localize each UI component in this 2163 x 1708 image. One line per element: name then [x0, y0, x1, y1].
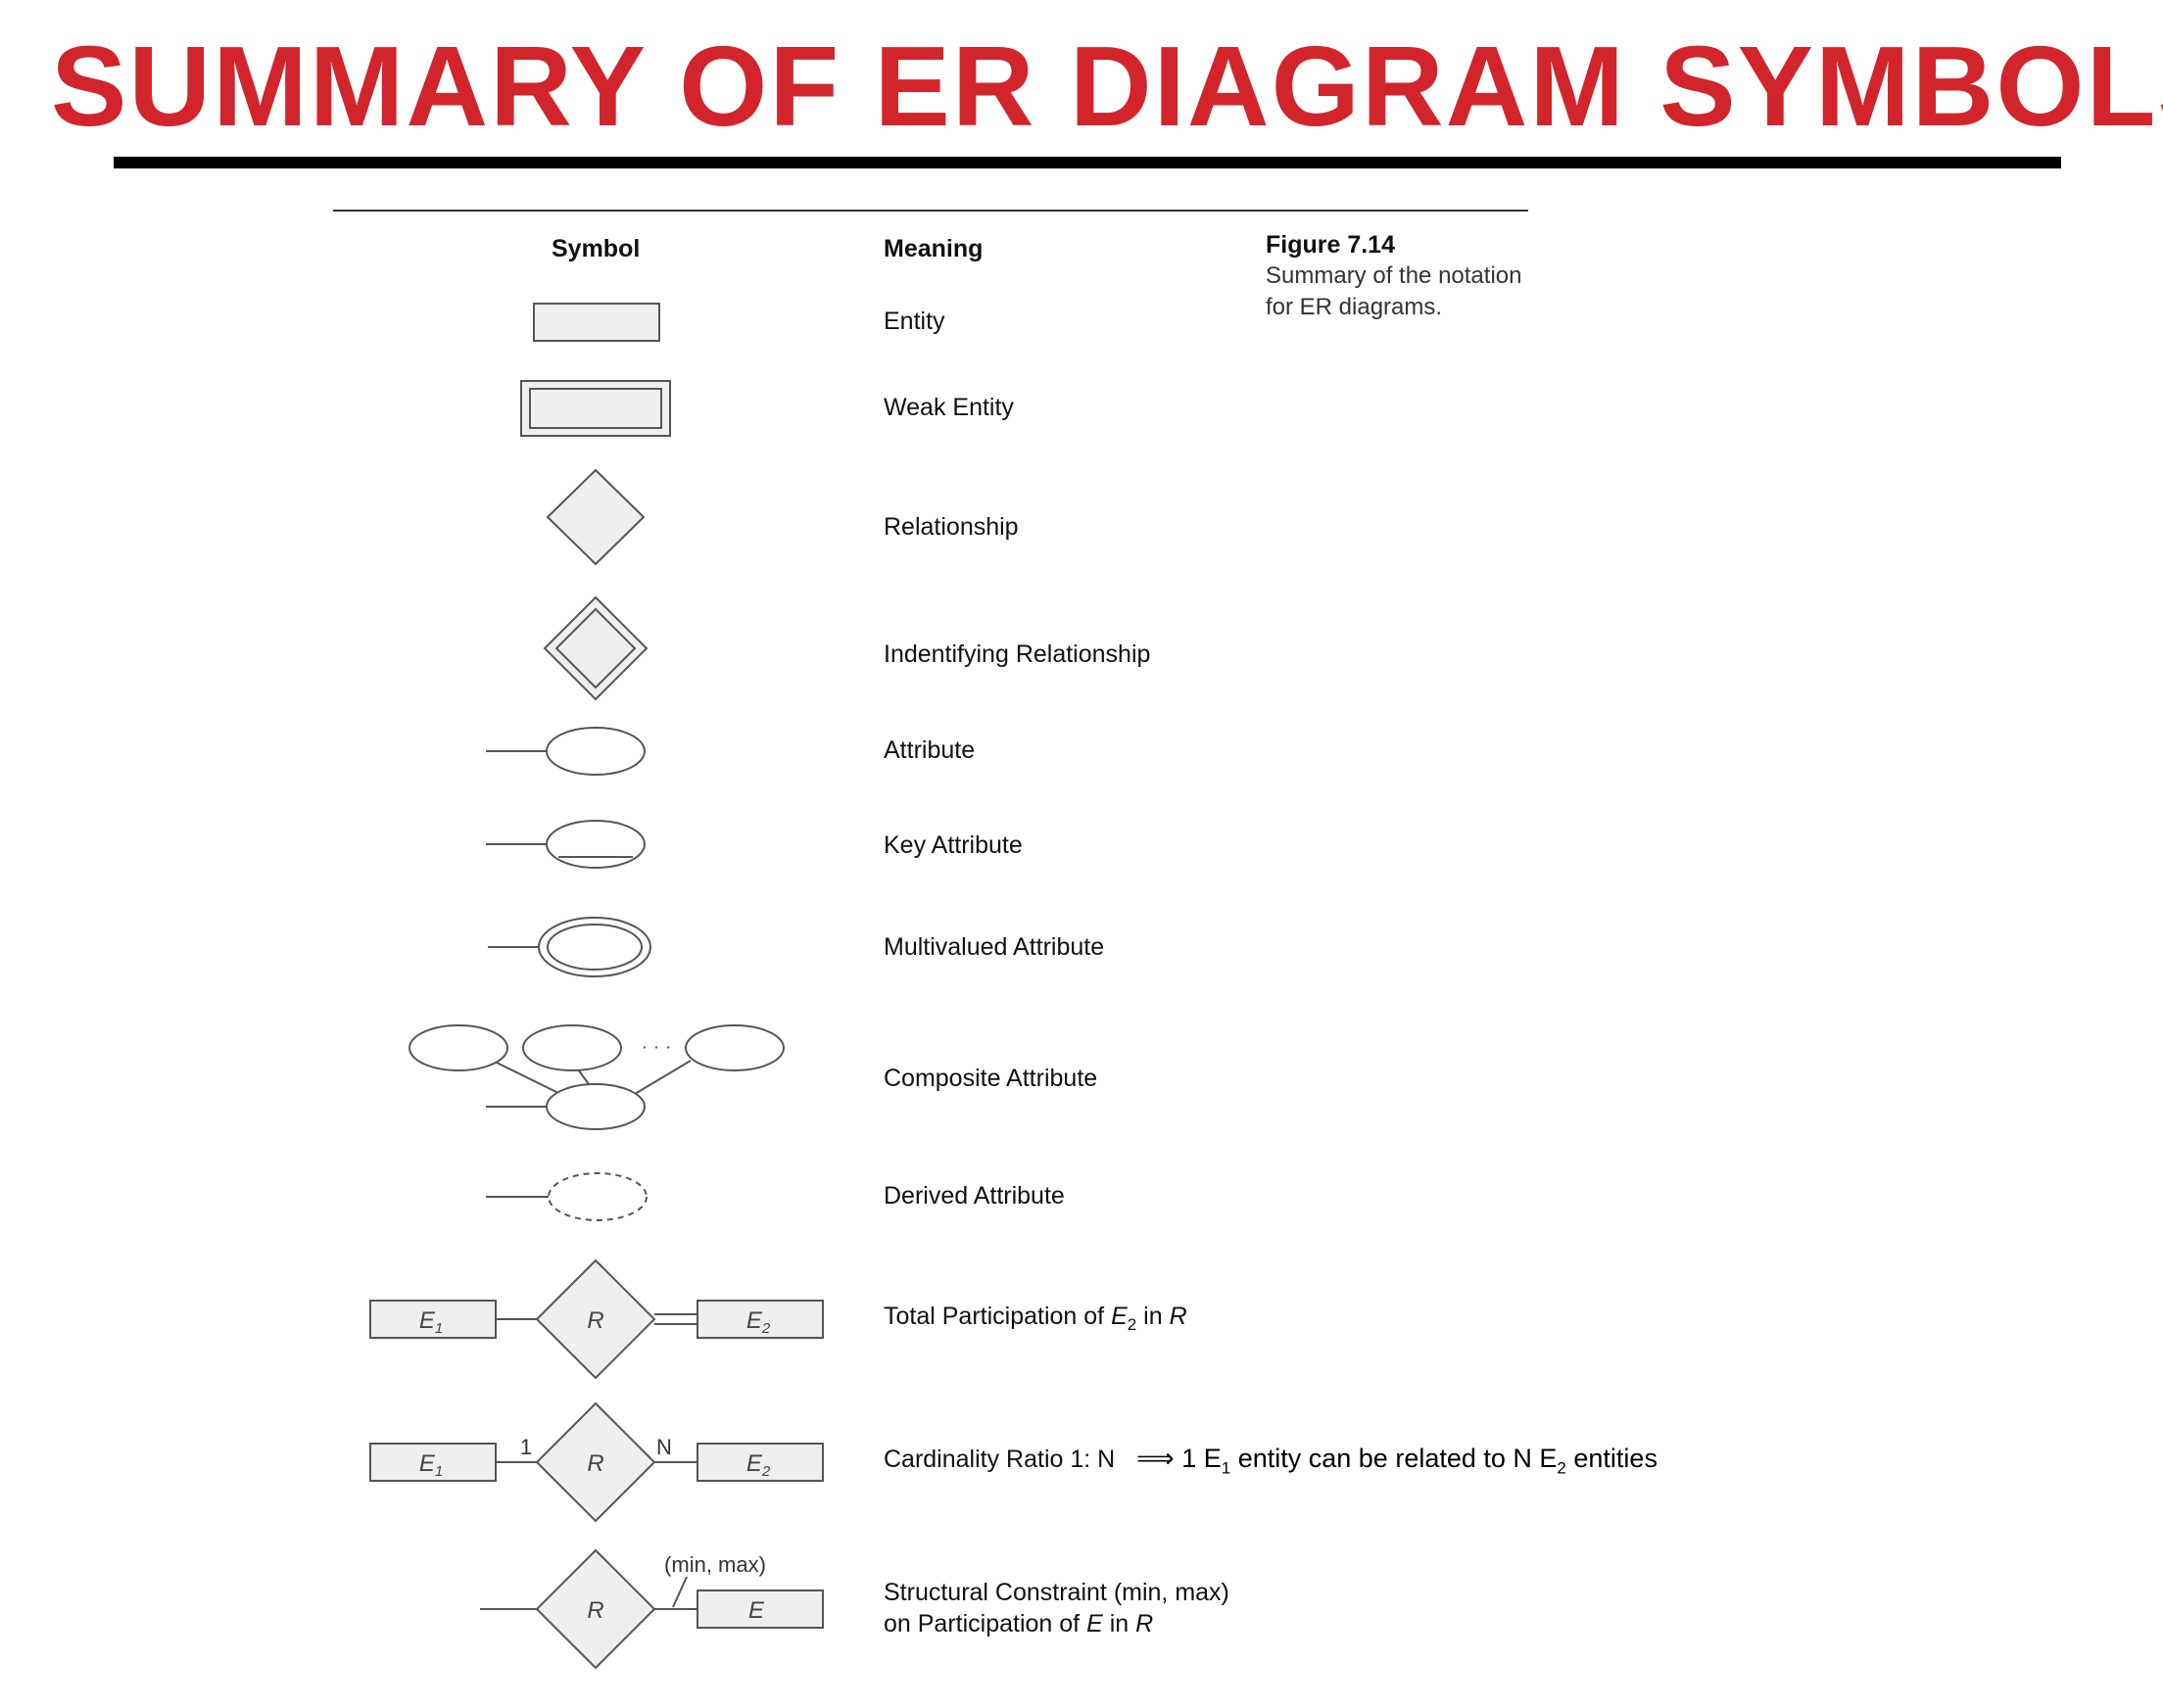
composite-attribute-symbol: [409, 1024, 785, 1130]
identifying-relationship-symbol: [543, 595, 649, 701]
structural-constraint-symbol: [480, 1548, 824, 1670]
figure-top-rule: [333, 210, 1528, 212]
meaning-identifying-relationship: Indentifying Relationship: [884, 640, 1151, 668]
meaning-derived-attribute: Derived Attribute: [884, 1182, 1065, 1210]
meaning-entity: Entity: [884, 308, 945, 335]
relationship-symbol: [546, 468, 646, 566]
e2-label: E2: [746, 1450, 771, 1480]
cardinality-annotation: ⟹ 1 E1 entity can be related to N E2 ent…: [1136, 1444, 1658, 1478]
e-label: E: [748, 1597, 765, 1624]
symbol-column-header: Symbol: [552, 235, 641, 262]
figure-caption-line-2: for ER diagrams.: [1266, 294, 1443, 320]
meaning-weak-entity: Weak Entity: [884, 394, 1014, 421]
attribute-symbol: [486, 727, 646, 776]
key-attribute-symbol: [486, 820, 646, 869]
multivalued-attribute-symbol: [488, 917, 651, 977]
cardinality-ratio-symbol: [369, 1401, 824, 1523]
e2-label: E2: [746, 1307, 771, 1337]
figure-label: Figure 7.14: [1266, 231, 1395, 259]
total-participation-symbol: [369, 1258, 824, 1380]
figure-caption-line-1: Summary of the notation: [1266, 262, 1522, 289]
slide-title: SUMMARY OF ER DIAGRAM SYMBOLS: [51, 23, 2163, 150]
meaning-column-header: Meaning: [884, 235, 984, 262]
derived-attribute-symbol: [486, 1172, 648, 1221]
e1-label: E1: [419, 1450, 443, 1480]
e1-label: E1: [419, 1307, 443, 1337]
meaning-total-participation: Total Participation of E2 in R: [884, 1303, 1187, 1334]
meaning-attribute: Attribute: [884, 736, 976, 764]
meaning-relationship: Relationship: [884, 513, 1019, 541]
r-label: R: [587, 1597, 603, 1624]
r-label: R: [587, 1307, 603, 1334]
meaning-composite-attribute: Composite Attribute: [884, 1065, 1098, 1092]
weak-entity-symbol: [520, 380, 671, 437]
cardinality-one-label: 1: [520, 1435, 532, 1459]
cardinality-n-label: N: [656, 1435, 672, 1459]
meaning-multivalued-attribute: Multivalued Attribute: [884, 933, 1105, 961]
meaning-structural-constraint-line-1: Structural Constraint (min, max): [884, 1579, 1229, 1606]
entity-symbol: [533, 303, 660, 342]
min-max-label: (min, max): [664, 1552, 766, 1577]
r-label: R: [587, 1450, 603, 1477]
meaning-structural-constraint-line-2: on Participation of E in R: [884, 1610, 1154, 1637]
meaning-cardinality-ratio: Cardinality Ratio 1: N: [884, 1446, 1116, 1473]
meaning-key-attribute: Key Attribute: [884, 831, 1023, 859]
composite-ellipsis: · · ·: [641, 1036, 671, 1058]
title-underline: [114, 157, 2061, 168]
